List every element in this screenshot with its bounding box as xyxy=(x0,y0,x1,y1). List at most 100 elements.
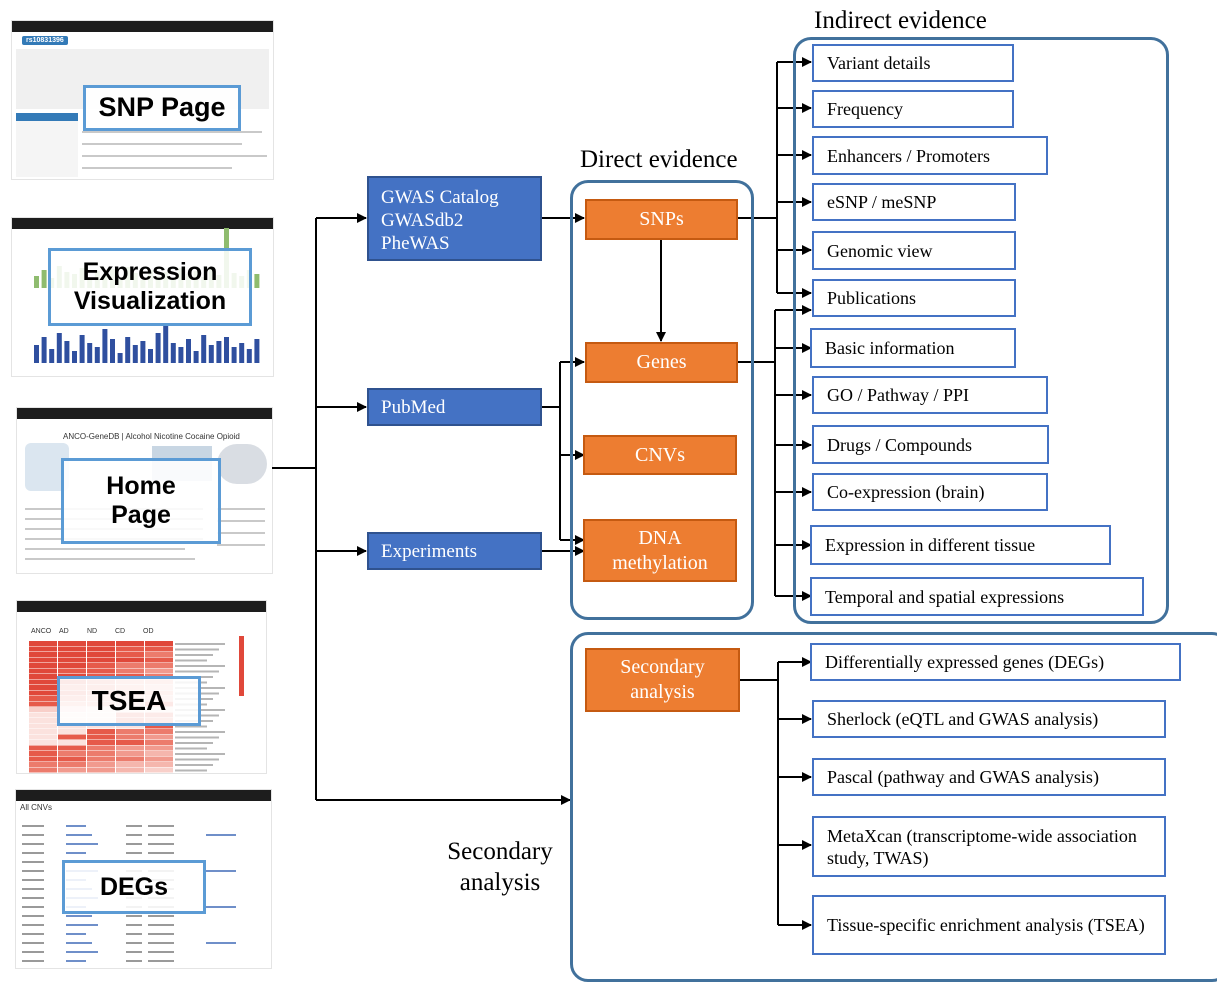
temporal-spatial-expressions-label: Temporal and spatial expressions xyxy=(825,586,1065,607)
home-site-title: ANCO-GeneDB | Alcohol Nicotine Cocaine O… xyxy=(63,432,240,441)
tsea-heat-cell xyxy=(29,740,57,745)
tsea-heat-cell xyxy=(87,657,115,663)
direct-evidence-group xyxy=(570,180,754,620)
degs-cell-decor xyxy=(66,834,92,836)
degs-cell-decor xyxy=(22,933,44,935)
degs-cell-decor xyxy=(206,834,236,836)
expression-bar-decor xyxy=(254,274,260,288)
tsea-heat-cell xyxy=(116,740,144,745)
tsea-heat-cell xyxy=(87,641,115,646)
tsea-column-header: OD xyxy=(143,628,154,635)
snp-page-thumbnail: rs10831396 SNP Page xyxy=(11,20,274,180)
degs-cell-decor xyxy=(148,933,174,935)
home-label-line2: Page xyxy=(111,501,171,529)
snp-sidebar-active xyxy=(16,113,78,121)
tsea-row-label-decor xyxy=(175,736,219,739)
degs-cell-decor xyxy=(22,915,44,917)
tsea-label: TSEA xyxy=(57,676,201,726)
tsea-heat-cell xyxy=(145,734,173,740)
text-line xyxy=(82,167,232,169)
expression-visualization-label: Expression Visualization xyxy=(48,248,252,326)
tsea-heat-cell xyxy=(29,646,57,652)
degs-analysis-box: Differentially expressed genes (DEGs) xyxy=(810,643,1181,681)
gwas-sources-box: GWAS Catalog GWASdb2 PheWAS xyxy=(367,176,542,261)
degs-cell-decor xyxy=(22,960,44,962)
tsea-heat-cell xyxy=(116,729,144,734)
pubmed-label: PubMed xyxy=(381,396,446,418)
degs-cell-decor xyxy=(22,870,44,872)
tsea-heat-cell xyxy=(116,652,144,657)
degs-cell-decor xyxy=(22,942,44,944)
degs-cell-decor xyxy=(206,870,236,872)
tsea-heat-cell xyxy=(116,756,144,762)
tsea-heat-cell xyxy=(145,762,173,767)
tsea-heat-cell xyxy=(87,646,115,652)
tsea-heat-cell xyxy=(145,641,173,646)
tsea-column-header: ND xyxy=(87,628,98,635)
expression-bar-decor xyxy=(201,335,207,363)
degs-cell-decor xyxy=(66,915,92,917)
text-line xyxy=(217,520,265,522)
degs-cell-decor xyxy=(66,933,86,935)
degs-cell-decor xyxy=(126,825,142,827)
gwas-catalog-label: GWAS Catalog xyxy=(381,187,499,208)
text-line xyxy=(25,548,185,550)
degs-cell-decor xyxy=(148,960,174,962)
genomic-view-box: Genomic view xyxy=(812,231,1016,270)
expression-label-line2: Visualization xyxy=(73,287,227,315)
secondary-analysis-box-line1: Secondary xyxy=(620,656,705,678)
indirect-evidence-heading: Indirect evidence xyxy=(814,7,987,34)
degs-cell-decor xyxy=(126,924,142,926)
tsea-heat-cell xyxy=(87,663,115,668)
sherlock-analysis-label: Sherlock (eQTL and GWAS analysis) xyxy=(827,709,1099,729)
tsea-heat-cell xyxy=(29,690,57,696)
sherlock-analysis-box: Sherlock (eQTL and GWAS analysis) xyxy=(812,700,1166,738)
tsea-heat-cell xyxy=(58,729,86,734)
enhancers-promoters-label: Enhancers / Promoters xyxy=(827,145,990,166)
tsea-heat-cell xyxy=(29,679,57,685)
degs-thumbnail: All CNVs DEGs xyxy=(15,789,272,969)
tsea-heat-cell xyxy=(58,641,86,646)
tsea-heat-cell xyxy=(29,685,57,690)
genes-label: Genes xyxy=(636,351,687,373)
tsea-row-label-decor xyxy=(175,654,213,656)
secondary-analysis-label-line1: Secondary xyxy=(447,838,553,865)
degs-cell-decor xyxy=(148,951,174,953)
tsea-heat-cell xyxy=(29,734,57,740)
tsea-heat-cell xyxy=(58,751,86,756)
drugs-compounds-label: Drugs / Compounds xyxy=(827,434,973,455)
tsea-heat-cell xyxy=(145,751,173,756)
indirect-evidence-group xyxy=(793,37,1169,624)
secondary-analysis-box-line2: analysis xyxy=(630,681,695,703)
expression-bar-decor xyxy=(41,270,47,288)
degs-cell-decor xyxy=(148,825,174,827)
tsea-heat-cell xyxy=(29,756,57,762)
publications-label: Publications xyxy=(827,288,916,308)
metaxcan-analysis-label: MetaXcan (transcriptome-wide association… xyxy=(827,825,1137,868)
frequency-label: Frequency xyxy=(827,99,903,119)
tsea-row-label-decor xyxy=(175,659,207,662)
degs-cell-decor xyxy=(22,843,44,845)
tsea-heat-cell xyxy=(87,767,115,773)
expression-bar-decor xyxy=(132,345,138,363)
expression-bar-decor xyxy=(170,343,176,363)
expression-bar-decor xyxy=(140,341,146,363)
tsea-heat-cell xyxy=(58,734,86,740)
tsea-column-header: ANCO xyxy=(31,628,52,635)
expression-bar-decor xyxy=(102,329,108,363)
degs-cell-decor xyxy=(22,852,44,854)
tsea-label-text: TSEA xyxy=(91,684,167,716)
expression-different-tissue-label: Expression in different tissue xyxy=(825,535,1036,555)
basic-information-label: Basic information xyxy=(825,338,955,358)
tsea-heat-cell xyxy=(29,712,57,718)
expression-bar-decor xyxy=(79,335,85,363)
expression-bar-decor xyxy=(56,333,62,363)
direct-evidence-heading: Direct evidence xyxy=(580,146,738,173)
degs-cell-decor xyxy=(66,825,86,827)
tsea-row-label-decor xyxy=(175,665,225,667)
degs-cell-decor xyxy=(22,861,44,863)
degs-label-text: DEGs xyxy=(99,872,169,901)
degs-cell-decor xyxy=(126,915,142,917)
